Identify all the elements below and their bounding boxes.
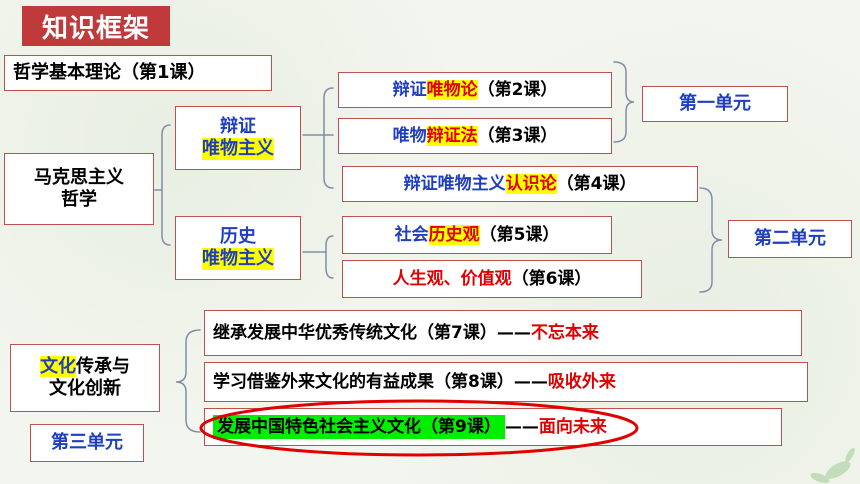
lesson9-red: 面向未来 xyxy=(538,416,607,437)
brace-unit1 xyxy=(613,61,635,143)
theory-box: 哲学基本理论（第1课） xyxy=(4,55,272,91)
culture-line1: 文化传承与 xyxy=(40,356,130,378)
lesson9-text: 发展中国特色社会主义文化（第9课） xyxy=(213,414,505,440)
lesson2-box: 辩证 唯物论 （第2课） xyxy=(338,72,612,108)
lesson4-highlight: 认识论 xyxy=(505,173,557,195)
culture-line1-rest: 传承与 xyxy=(76,356,130,378)
historical-box: 历史 唯物主义 xyxy=(175,216,301,280)
brace-historical xyxy=(325,235,334,279)
marxism-line1: 马克思主义 xyxy=(34,167,124,189)
lesson2-post: （第2课） xyxy=(477,79,558,100)
dialectical-box: 辩证 唯物主义 xyxy=(175,106,301,170)
dialectical-line2: 唯物主义 xyxy=(202,138,274,160)
marxism-line2: 哲学 xyxy=(61,189,97,210)
lesson7-red: 不忘本来 xyxy=(530,322,599,343)
lesson3-highlight: 辩证法 xyxy=(426,125,478,147)
brace-mars xyxy=(161,124,171,246)
lesson9-box: 发展中国特色社会主义文化（第9课） —— 面向未来 xyxy=(204,408,782,446)
unit2-label: 第二单元 xyxy=(754,228,826,250)
brace-dialectical xyxy=(323,87,334,189)
unit1-label: 第一单元 xyxy=(679,93,751,115)
lesson4-post: （第4课） xyxy=(556,173,637,194)
historical-line1: 历史 xyxy=(220,226,256,248)
culture-line2: 文化创新 xyxy=(49,378,121,399)
unit2-box: 第二单元 xyxy=(728,220,852,258)
lesson2-highlight: 唯物论 xyxy=(426,79,478,101)
lesson6-red: 人生观、价值观 xyxy=(392,268,512,289)
lesson2-pre: 辩证 xyxy=(392,79,427,100)
lesson7-text: 继承发展中华优秀传统文化（第7课）—— xyxy=(213,322,531,343)
lesson5-post: （第5课） xyxy=(479,224,560,245)
unit3-label: 第三单元 xyxy=(51,432,123,454)
lesson8-red: 吸收外来 xyxy=(547,371,616,392)
page-title: 知识框架 xyxy=(22,6,170,46)
lesson9-dash: —— xyxy=(504,416,539,437)
brace-unit2 xyxy=(699,187,723,293)
culture-highlight: 文化 xyxy=(40,356,76,378)
culture-box: 文化传承与 文化创新 xyxy=(10,344,160,412)
lesson3-pre: 唯物 xyxy=(392,125,427,146)
lesson8-text: 学习借鉴外来文化的有益成果（第8课）—— xyxy=(213,371,548,392)
lesson4-box: 辩证唯物主义 认识论 （第4课） xyxy=(342,166,698,202)
theory-label: 哲学基本理论（第1课） xyxy=(13,62,206,84)
lesson3-post: （第3课） xyxy=(477,125,558,146)
lesson7-box: 继承发展中华优秀传统文化（第7课）—— 不忘本来 xyxy=(204,310,802,356)
lesson5-pre: 社会 xyxy=(394,224,429,245)
dialectical-line1: 辩证 xyxy=(220,116,256,138)
lesson6-box: 人生观、价值观 （第6课） xyxy=(342,260,642,298)
marxism-box: 马克思主义 哲学 xyxy=(4,153,154,225)
historical-line2: 唯物主义 xyxy=(202,248,274,270)
lesson6-post: （第6课） xyxy=(511,268,592,289)
unit3-box: 第三单元 xyxy=(30,424,144,462)
lesson4-pre: 辩证唯物主义 xyxy=(403,173,506,194)
lesson5-box: 社会 历史观 （第5课） xyxy=(342,216,612,254)
brace-culture xyxy=(175,329,201,433)
lesson5-highlight: 历史观 xyxy=(428,224,480,246)
lesson8-box: 学习借鉴外来文化的有益成果（第8课）—— 吸收外来 xyxy=(204,362,808,402)
lesson3-box: 唯物 辩证法 （第3课） xyxy=(338,118,612,154)
unit1-box: 第一单元 xyxy=(642,86,788,122)
